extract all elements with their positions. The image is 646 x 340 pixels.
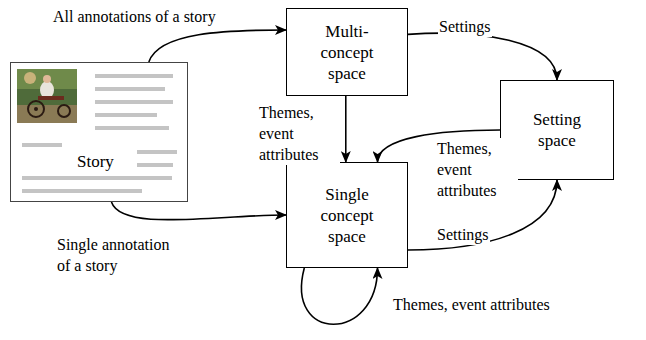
painting bbox=[17, 69, 77, 123]
box-label: Single concept space bbox=[308, 184, 386, 247]
edge-label: Settings bbox=[438, 16, 492, 37]
edge-label: Themes, event attributes bbox=[436, 138, 518, 201]
edge-label: All annotations of a story bbox=[52, 6, 217, 27]
flow-arrow bbox=[345, 96, 347, 162]
flow-arrow bbox=[408, 33, 557, 80]
process-box: Multi-concept space bbox=[286, 8, 408, 96]
box-label: Multi-concept space bbox=[308, 21, 386, 84]
edge-label: Settings bbox=[436, 224, 490, 245]
edge-label: Themes, event attributes bbox=[392, 294, 551, 315]
text-lines bbox=[22, 74, 177, 193]
process-box: Single concept space bbox=[286, 162, 408, 268]
flow-arrow bbox=[301, 268, 377, 324]
edge-label: Themes, event attributes bbox=[258, 102, 340, 165]
edge-label: Single annotation of a story bbox=[56, 234, 184, 276]
flow-arrow bbox=[111, 202, 286, 220]
box-label: Setting space bbox=[518, 109, 596, 151]
flow-arrow bbox=[149, 30, 286, 62]
box-label: Story bbox=[77, 151, 114, 172]
story-box: Story bbox=[10, 62, 188, 202]
